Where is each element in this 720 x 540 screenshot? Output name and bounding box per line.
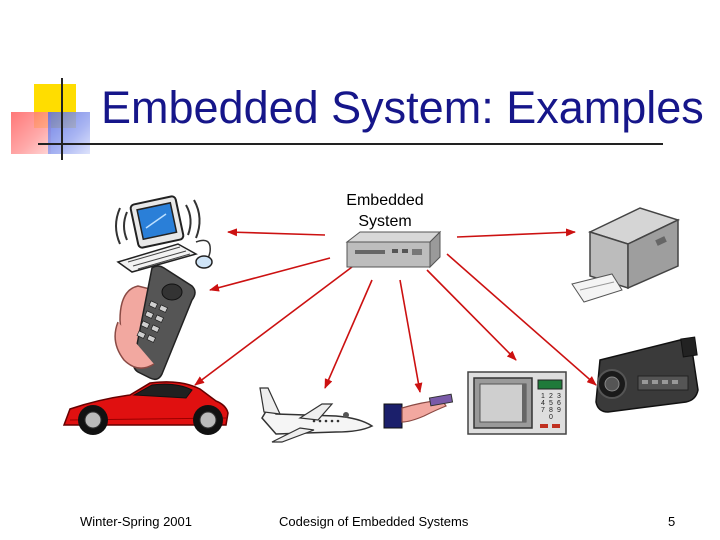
center-label-line2: System bbox=[358, 213, 412, 230]
arrow-to-airplane bbox=[324, 279, 373, 389]
camcorder-icon bbox=[595, 336, 699, 413]
microwave-key: 6 bbox=[557, 400, 561, 407]
arrows bbox=[194, 228, 597, 393]
microwave-key: 9 bbox=[557, 407, 561, 414]
arrow-to-card-reader bbox=[399, 279, 423, 393]
center-label-line1: Embedded bbox=[346, 192, 424, 209]
microwave-key: 4 bbox=[541, 400, 545, 407]
embedded-box-icon bbox=[345, 230, 442, 269]
microwave-key: 1 bbox=[541, 393, 545, 400]
arrow-to-phone bbox=[209, 257, 331, 292]
airplane-icon bbox=[259, 387, 374, 443]
decor-vertical-line bbox=[61, 78, 63, 160]
decor-square-red bbox=[11, 112, 51, 154]
car-icon bbox=[62, 381, 229, 435]
printer-icon bbox=[571, 207, 681, 303]
microwave-key: 2 bbox=[549, 393, 553, 400]
microwave-key: 3 bbox=[557, 393, 561, 400]
title-underline bbox=[38, 143, 663, 145]
arrow-to-computer bbox=[227, 228, 326, 237]
microwave-key: 7 bbox=[541, 407, 545, 414]
computer-icon bbox=[115, 195, 213, 273]
page-number: 5 bbox=[668, 514, 676, 529]
arrow-to-printer bbox=[456, 228, 576, 238]
microwave-key: 0 bbox=[549, 414, 553, 421]
slide-title: Embedded System: Examples bbox=[101, 82, 704, 133]
arrow-to-camcorder bbox=[446, 253, 597, 386]
decor-square-blue bbox=[48, 112, 90, 154]
arrow-to-car bbox=[194, 266, 353, 386]
card-reader-icon bbox=[383, 393, 454, 429]
footer-title: Codesign of Embedded Systems bbox=[279, 514, 469, 529]
arrow-to-microwave bbox=[426, 269, 517, 361]
microwave-key: 8 bbox=[549, 407, 553, 414]
phone-icon bbox=[114, 265, 196, 381]
center-label: Embedded System bbox=[330, 190, 440, 232]
microwave-key: 5 bbox=[549, 400, 553, 407]
footer-course: Winter-Spring 2001 bbox=[80, 514, 192, 529]
